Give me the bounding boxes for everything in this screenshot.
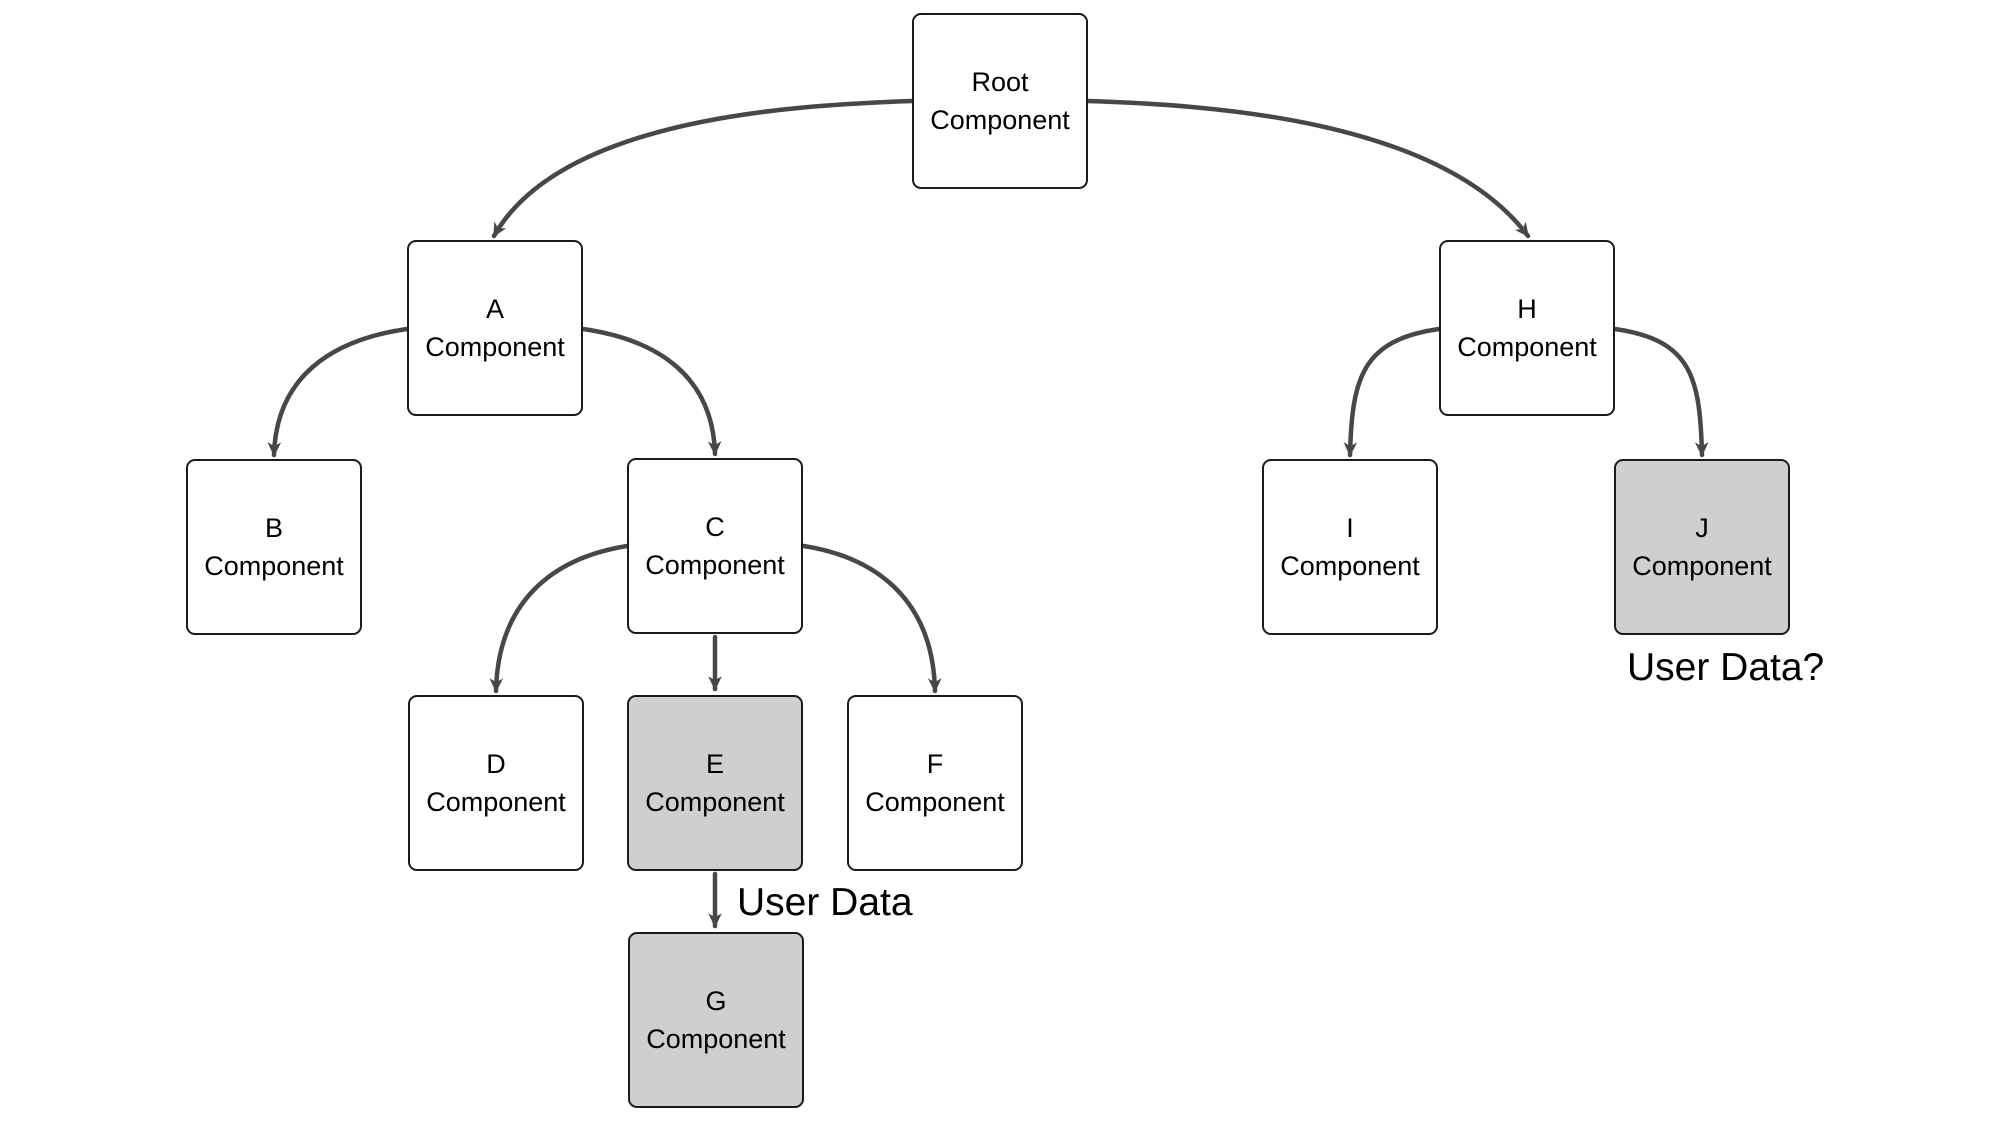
node-subtitle: Component — [1632, 551, 1772, 581]
node-subtitle: Component — [645, 550, 785, 580]
user-data-label: User Data — [737, 881, 913, 924]
node-subtitle: Component — [930, 105, 1070, 135]
node-title: J — [1695, 513, 1709, 543]
node-d-component: D Component — [408, 695, 584, 871]
node-title: C — [705, 512, 725, 542]
node-subtitle: Component — [1457, 332, 1597, 362]
node-e-component: E Component — [627, 695, 803, 871]
node-g-component: G Component — [628, 932, 804, 1108]
node-f-component: F Component — [847, 695, 1023, 871]
node-title: D — [486, 749, 506, 779]
arrow-h-to-i — [1343, 326, 1442, 458]
node-subtitle: Component — [646, 1024, 786, 1054]
node-subtitle: Component — [204, 551, 344, 581]
node-subtitle: Component — [645, 787, 785, 817]
node-root-component: Root Component — [912, 13, 1088, 189]
node-title: G — [705, 986, 727, 1016]
node-title: H — [1517, 294, 1537, 324]
node-a-component: A Component — [407, 240, 583, 416]
node-subtitle: Component — [865, 787, 1005, 817]
arrow-root-to-a — [491, 98, 915, 239]
node-title: E — [705, 749, 724, 779]
arrow-root-to-h — [1085, 98, 1531, 239]
arrow-a-to-c — [580, 326, 722, 457]
node-j-component: J Component — [1614, 459, 1790, 635]
user-data-question-label: User Data? — [1627, 646, 1825, 689]
node-title: F — [926, 749, 944, 779]
arrow-h-to-j — [1612, 326, 1709, 458]
node-title: A — [485, 294, 504, 324]
node-subtitle: Component — [1280, 551, 1420, 581]
arrow-c-to-f — [801, 543, 942, 694]
node-c-component: C Component — [627, 458, 803, 634]
node-title: B — [264, 513, 283, 543]
node-title: Root — [971, 67, 1029, 97]
node-b-component: B Component — [186, 459, 362, 635]
arrow-c-to-d — [489, 543, 630, 694]
node-title: I — [1346, 513, 1354, 543]
node-subtitle: Component — [426, 787, 566, 817]
arrow-a-to-b — [267, 326, 410, 458]
node-i-component: I Component — [1262, 459, 1438, 635]
node-h-component: H Component — [1439, 240, 1615, 416]
node-subtitle: Component — [425, 332, 565, 362]
